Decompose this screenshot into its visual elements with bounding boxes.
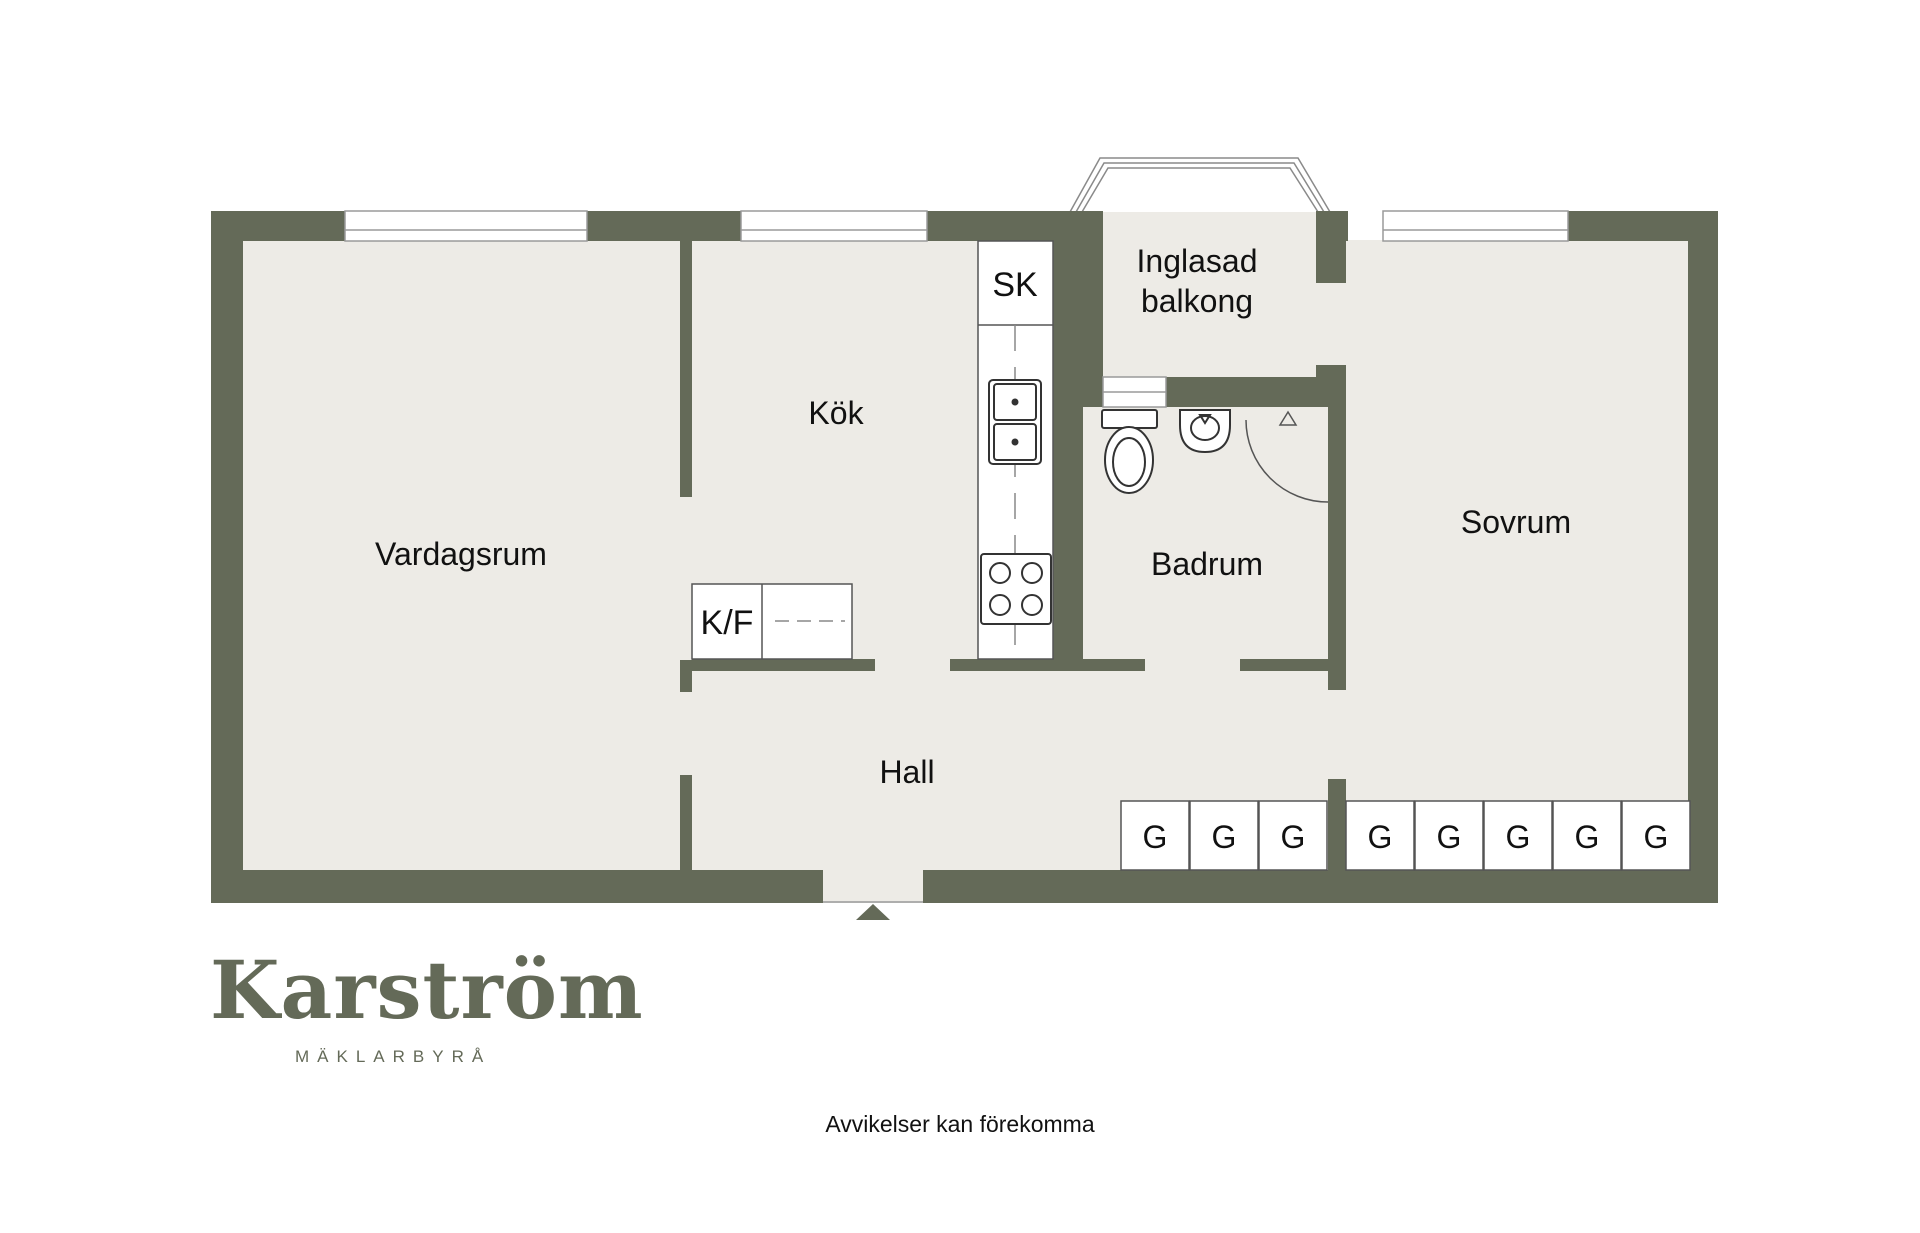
entrance <box>823 870 923 920</box>
wardrobe-label: G <box>1143 819 1168 855</box>
room-label-hall: Hall <box>879 754 934 790</box>
washbasin-icon <box>1179 409 1231 454</box>
wardrobe-cell: G <box>1258 800 1328 871</box>
window-kitchen <box>740 210 928 242</box>
toilet-icon <box>1101 409 1158 494</box>
room-labels: Vardagsrum Kök Hall Inglasad balkong Bad… <box>375 243 1571 790</box>
wardrobe-cell: G <box>1345 800 1415 871</box>
shower-icon <box>1245 410 1329 503</box>
stove-icon <box>980 553 1052 625</box>
wardrobe-box <box>1621 800 1691 871</box>
floor-area <box>242 212 1692 870</box>
wardrobe-box <box>1552 800 1622 871</box>
room-label-sovrum: Sovrum <box>1461 504 1571 540</box>
wardrobe-label: G <box>1644 819 1669 855</box>
wardrobe-label: G <box>1368 819 1393 855</box>
window-bedroom <box>1382 210 1569 242</box>
room-label-kok: Kök <box>808 395 864 431</box>
room-label-vardagsrum: Vardagsrum <box>375 536 547 572</box>
sk-label: SK <box>992 266 1038 304</box>
kf-label: K/F <box>701 604 754 642</box>
room-label-balcony-line2: balkong <box>1141 283 1253 319</box>
wardrobe-label: G <box>1212 819 1237 855</box>
room-label-balcony-line1: Inglasad <box>1137 243 1258 279</box>
wardrobe-box <box>1414 800 1484 871</box>
wardrobe-cell: G <box>1414 800 1484 871</box>
disclaimer-text: Avvikelser kan förekomma <box>825 1111 1095 1137</box>
room-label-badrum: Badrum <box>1151 546 1263 582</box>
wardrobe-label: G <box>1575 819 1600 855</box>
fridge-freezer <box>691 583 853 660</box>
brand-logo-name: Karström <box>210 943 644 1037</box>
wardrobe-cell: G <box>1120 800 1190 871</box>
wardrobe-cell: G <box>1189 800 1259 871</box>
wardrobe-cell: G <box>1483 800 1553 871</box>
entrance-arrow-icon <box>856 904 890 920</box>
wardrobe-box <box>1483 800 1553 871</box>
walls <box>211 211 1718 903</box>
wardrobe-cell: G <box>1621 800 1691 871</box>
wardrobe-label: G <box>1437 819 1462 855</box>
brand-logo-subtitle: MÄKLARBYRÅ <box>295 1047 492 1066</box>
wardrobe-label: G <box>1506 819 1531 855</box>
wardrobe-box <box>1345 800 1415 871</box>
wardrobe-box <box>1258 800 1328 871</box>
wardrobe-box <box>1120 800 1190 871</box>
sink-icon <box>988 379 1042 465</box>
wardrobe-box <box>1189 800 1259 871</box>
balcony-bay-window <box>1069 157 1331 213</box>
window-living-room <box>344 210 588 242</box>
wardrobe-label: G <box>1281 819 1306 855</box>
windows <box>344 210 1569 408</box>
wardrobe-cell: G <box>1552 800 1622 871</box>
